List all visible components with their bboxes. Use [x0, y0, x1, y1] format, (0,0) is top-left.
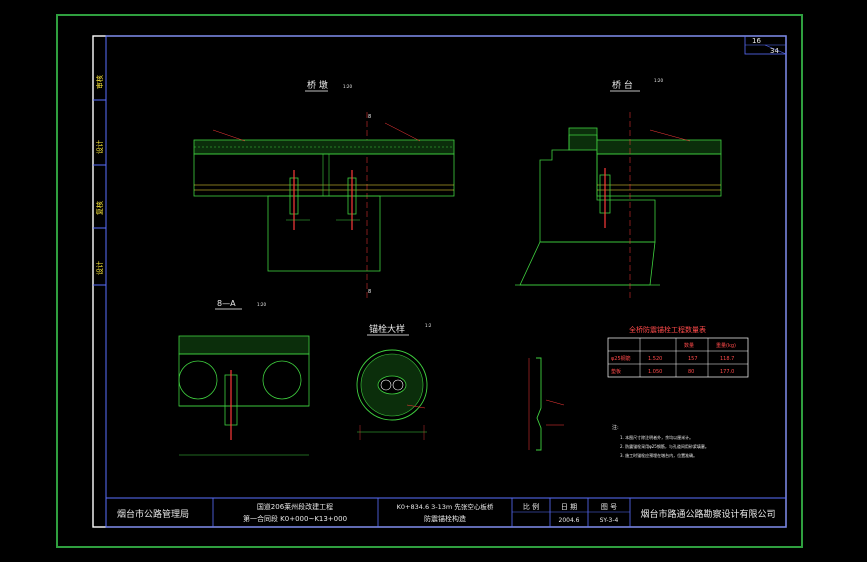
table-cell: φ25钢筋 [611, 355, 631, 362]
drawing-frame [105, 35, 787, 499]
anchor-title: 锚栓大样 [369, 323, 405, 335]
section-mark: 8 [368, 289, 371, 295]
section-aa-title: 8—A [217, 299, 236, 308]
table-cell: 80 [688, 369, 694, 375]
table-cell: 177.0 [720, 369, 734, 375]
drawing-title: K0+834.6 3-13m 先张空心板桥 [397, 502, 494, 511]
notes: 注: 1. 本图尺寸除注明者外，余均以厘米计。 2. 防震锚栓采用φ25钢筋，与… [612, 424, 709, 458]
abutment-view: 桥 台 1:20 [515, 78, 722, 300]
table-cell: 1.050 [648, 369, 662, 375]
pier-title: 桥 墩 [307, 79, 328, 91]
margin-cell: 设计 [95, 261, 104, 275]
notes-title: 注: [612, 424, 619, 431]
page-number-box: 16 34 [744, 35, 787, 55]
table-title: 全桥防震锚栓工程数量表 [629, 325, 706, 334]
margin-cell: 复核 [95, 201, 104, 215]
margin-cell: 审核 [95, 75, 104, 89]
title-block: 烟台市公路管理局 国道206莱州段改建工程 第一合同段 K0+000~K13+0… [105, 497, 787, 528]
project-section: 第一合同段 K0+000~K13+000 [243, 514, 347, 523]
anchor-scale: 1:2 [425, 323, 432, 328]
abutment-scale: 1:20 [654, 78, 663, 83]
note-item: 2. 防震锚栓采用φ25钢筋，与孔道间用砂浆填塞。 [620, 443, 709, 449]
pier-view: 桥 墩 1:20 8 8 [193, 79, 455, 300]
table-cell: 118.7 [720, 356, 734, 362]
table-header: 重量(kg) [716, 342, 736, 349]
margin-cell: 设计 [95, 140, 104, 154]
section-aa-view: 8—A 1:20 [178, 299, 310, 456]
date-value: 2004.6 [559, 517, 580, 524]
note-item: 1. 本图尺寸除注明者外，余均以厘米计。 [620, 434, 693, 440]
note-item: 3. 施工时锚栓应预埋在墩台内，位置准确。 [620, 452, 697, 458]
date-label: 日 期 [561, 503, 577, 511]
pier-scale: 1:20 [343, 84, 352, 89]
designer-name: 烟台市路通公路勘察设计有限公司 [640, 508, 775, 520]
project-title: 国道206莱州段改建工程 [257, 502, 333, 511]
section-aa-scale: 1:20 [257, 302, 266, 307]
table-header: 数量 [684, 342, 694, 349]
quantity-table: 全桥防震锚栓工程数量表 数量 重量(kg) φ25钢筋 1.520 157 11… [607, 325, 749, 378]
table-cell: 1.520 [648, 356, 662, 362]
section-mark: 8 [368, 114, 371, 120]
scale-label: 比 例 [523, 502, 539, 511]
figno-label: 图 号 [601, 503, 617, 511]
abutment-title: 桥 台 [612, 79, 633, 91]
figno-value: SY-3-4 [600, 517, 619, 524]
table-cell: 157 [688, 356, 698, 362]
anchor-detail-view: 锚栓大样 1:2 [356, 323, 432, 440]
page-number: 16 [752, 37, 761, 45]
owner-name: 烟台市公路管理局 [117, 508, 189, 520]
page-total: 34 [770, 47, 779, 55]
left-margin: 审核 设计 复核 设计 [93, 75, 106, 286]
sheet-outline [56, 14, 803, 548]
bolt-elevation [528, 357, 565, 451]
table-cell: 垫板 [611, 368, 621, 375]
drawing-subtitle: 防震锚栓构造 [424, 514, 466, 523]
